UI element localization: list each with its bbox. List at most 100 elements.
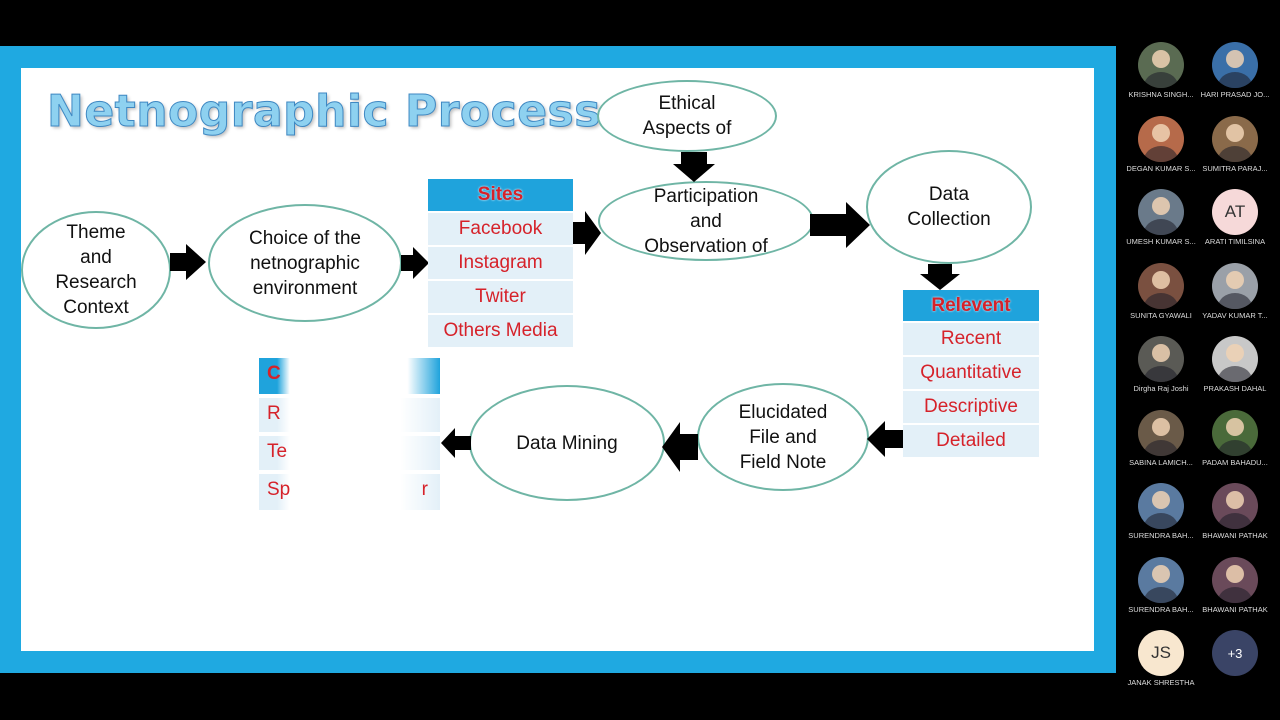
faded-table-header: C [259,358,440,394]
faded-header-text: C [267,363,281,384]
data-collection-oval-text: Data Collection [907,184,991,230]
participant-tile[interactable]: BHAWANI PATHAK [1196,553,1274,623]
participant-name: JANAK SHRESTHA [1127,678,1195,687]
participant-name: UMESH KUMAR S... [1126,237,1196,246]
participant-avatar [1138,262,1184,309]
participant-avatar [1212,409,1258,456]
participant-tile[interactable]: SURENDRA BAH... [1122,553,1200,623]
participant-avatar [1212,556,1258,603]
participant-avatar [1138,409,1184,456]
faded-row-text: Sp [267,479,291,500]
participant-name: SURENDRA BAH... [1128,604,1194,614]
ethical-oval-text: Ethical Aspects of [642,93,732,139]
sites-table: Sites Facebook Instagram Twiter Others M… [428,179,573,349]
participation-oval-text: Participation and Observation of [644,185,768,257]
participant-avatar [1212,336,1258,382]
arrow-right-icon [170,244,206,280]
relevent-row: Quantitative [903,357,1039,391]
participation-oval: Participation and Observation of [598,181,814,261]
theme-oval-text: Theme and Research Context [55,222,137,318]
arrow-right-icon [401,247,429,279]
participant-tile[interactable]: SABINA LAMICH... [1122,406,1200,476]
data-mining-oval-text: Data Mining [516,432,618,454]
more-participants-button[interactable]: +3 [1212,630,1258,676]
participant-name: KRISHNA SINGH... [1128,90,1194,99]
faded-row: Sp r [259,474,440,510]
participant-avatar [1138,336,1184,382]
participant-tile[interactable]: Dirgha Raj Joshi [1122,332,1200,402]
participant-tile[interactable]: SUMITRA PARAJ... [1196,112,1274,182]
participant-avatar [1138,189,1184,235]
more-participants-tile[interactable]: +3 [1196,626,1274,696]
relevent-table-header: Relevent [903,290,1039,323]
participant-tile[interactable]: BHAWANI PATHAK [1196,479,1274,549]
arrow-left-icon [441,428,471,458]
theme-oval: Theme and Research Context [21,211,171,329]
participant-tile[interactable]: HARI PRASAD JO... [1196,38,1274,108]
participant-name: SURENDRA BAH... [1128,531,1194,540]
participant-name: DEGAN KUMAR S... [1126,163,1196,173]
participant-avatar [1212,42,1258,88]
participant-name: PRAKASH DAHAL [1203,384,1267,393]
arrow-right-icon [810,202,870,248]
presentation-slide: Netnographic Process Theme and Research … [21,68,1094,651]
faded-row: R [259,398,440,432]
arrow-down-icon [673,152,715,182]
sites-row: Instagram [428,247,573,281]
participant-avatar [1138,115,1184,162]
participant-name: SUMITRA PARAJ... [1202,163,1268,173]
arrow-down-icon [920,264,960,290]
participant-avatar [1138,556,1184,603]
faded-row: Te [259,436,440,470]
arrow-left-icon [867,421,903,457]
ethical-oval: Ethical Aspects of [597,80,777,152]
sites-row: Others Media [428,315,573,349]
sites-table-header: Sites [428,179,573,213]
relevent-table: Relevent Recent Quantitative Descriptive… [903,290,1039,459]
faded-table: C R Te Sp r [259,358,440,511]
participant-tile[interactable]: PADAM BAHADU... [1196,406,1274,476]
participant-avatar [1212,262,1258,309]
participant-tile[interactable]: SURENDRA BAH... [1122,479,1200,549]
participant-tile[interactable]: SUNITA GYAWALI [1122,259,1200,329]
participant-avatar [1212,483,1258,529]
faded-row-tail-text: r [421,479,428,500]
participant-tile[interactable]: JS JANAK SHRESTHA [1122,626,1200,696]
participant-avatar [1138,483,1184,529]
participant-tile[interactable]: DEGAN KUMAR S... [1122,112,1200,182]
arrow-right-icon [571,211,601,255]
participant-name: BHAWANI PATHAK [1202,604,1268,614]
participant-tile[interactable]: KRISHNA SINGH... [1122,38,1200,108]
participant-avatar: JS [1138,630,1184,676]
participant-avatar: AT [1212,189,1258,235]
participant-avatar [1212,115,1258,162]
participant-tile[interactable]: UMESH KUMAR S... [1122,185,1200,255]
participant-name: Dirgha Raj Joshi [1133,384,1189,393]
data-mining-oval: Data Mining [469,385,665,501]
participant-tile[interactable]: AT ARATI TIMILSINA [1196,185,1274,255]
participant-name: BHAWANI PATHAK [1202,531,1268,540]
elucidated-oval-text: Elucidated File and Field Note [738,401,828,473]
sites-row: Facebook [428,213,573,247]
data-collection-oval: Data Collection [866,150,1032,264]
participant-name: YADAV KUMAR T... [1202,310,1268,320]
choice-oval: Choice of the netnographic environment [208,204,402,322]
elucidated-oval: Elucidated File and Field Note [697,383,869,491]
faded-row-text: R [267,403,281,424]
participant-avatar [1138,42,1184,88]
relevent-row: Descriptive [903,391,1039,425]
participant-tile[interactable]: YADAV KUMAR T... [1196,259,1274,329]
participant-name: SUNITA GYAWALI [1130,310,1192,320]
participant-tile[interactable]: PRAKASH DAHAL [1196,332,1274,402]
participant-name: PADAM BAHADU... [1202,457,1268,467]
slide-title: Netnographic Process [47,86,601,138]
participant-name: HARI PRASAD JO... [1200,90,1270,99]
choice-oval-text: Choice of the netnographic environment [249,227,361,299]
participant-name: ARATI TIMILSINA [1204,237,1266,246]
relevent-row: Recent [903,323,1039,357]
relevent-row: Detailed [903,425,1039,459]
faded-row-text: Te [267,441,288,462]
sites-row: Twiter [428,281,573,315]
participant-name: SABINA LAMICH... [1129,457,1193,467]
arrow-left-icon [662,422,698,472]
